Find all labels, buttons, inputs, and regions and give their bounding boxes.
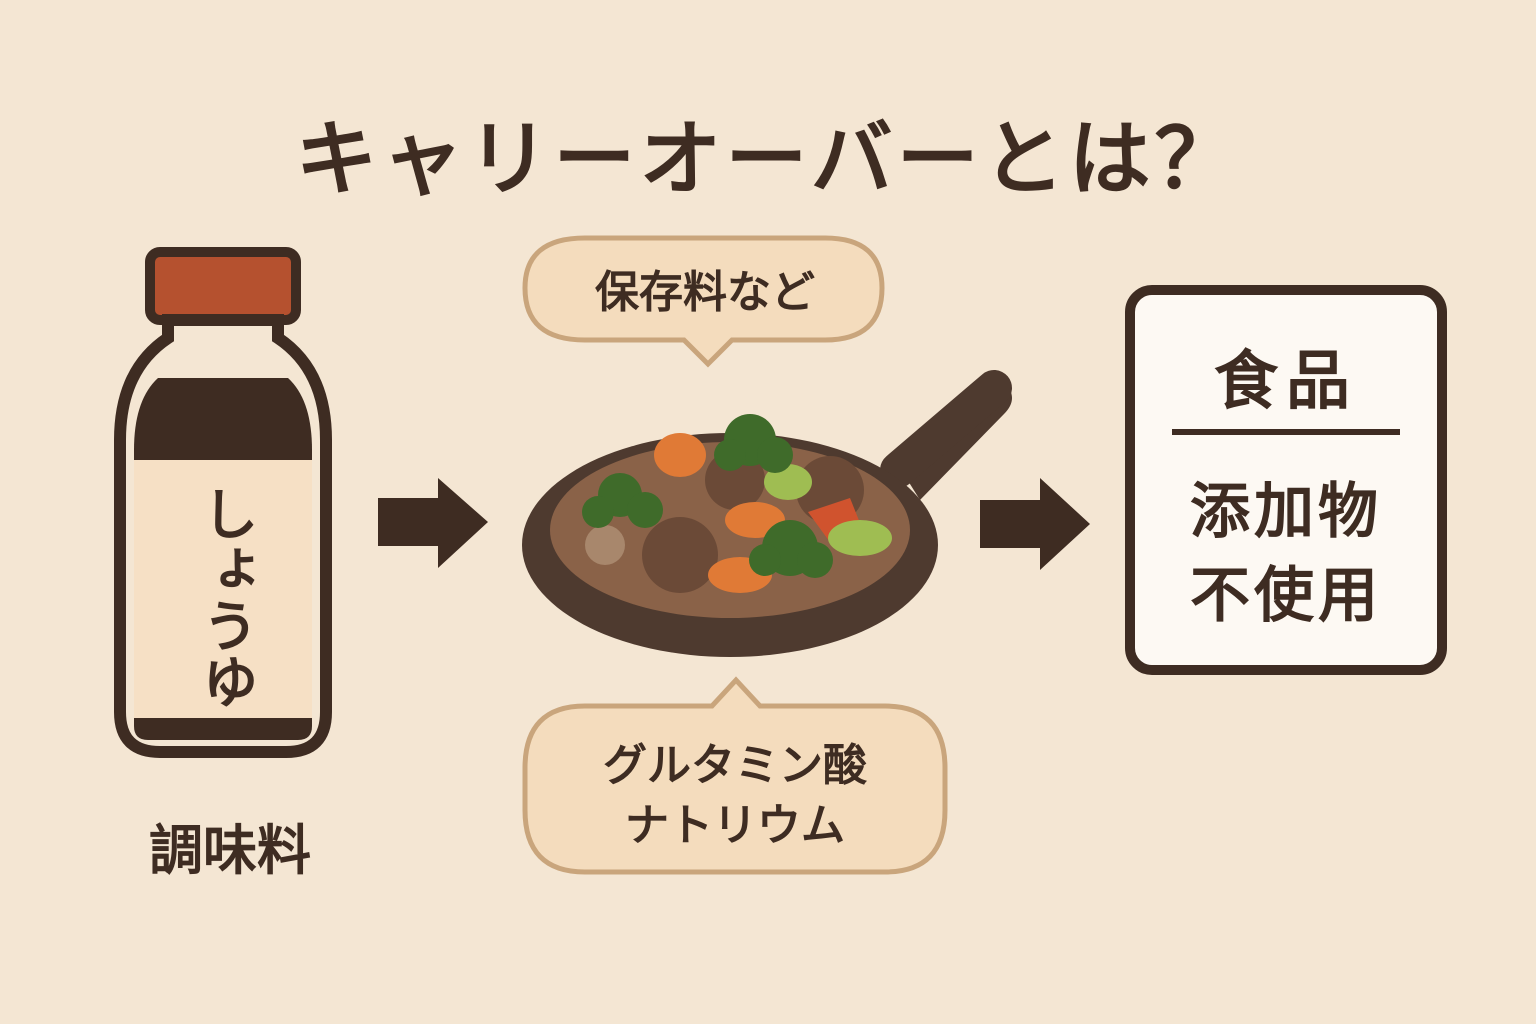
arrow-right-icon	[980, 478, 1090, 570]
page-title: キャリーオーバーとは？	[295, 112, 1241, 207]
result-box	[1125, 285, 1447, 675]
result-line2: 不使用	[1190, 561, 1382, 631]
bottle-caption: 調味料	[149, 819, 311, 882]
bottom-bubble-line1: グルタミン酸	[603, 740, 867, 791]
bottom-bubble-text: グルタミン酸 ナトリウム	[525, 736, 945, 856]
top-speech-bubble	[522, 235, 885, 368]
bottom-bubble-line2: ナトリウム	[625, 800, 845, 851]
top-bubble-text: 保存料など	[595, 267, 815, 318]
result-title: 食品	[1214, 345, 1358, 419]
bottle-label: しょうゆ	[193, 485, 258, 709]
arrow-right-icon	[378, 478, 488, 568]
result-line1: 添加物	[1190, 477, 1382, 547]
bottom-speech-bubble	[522, 676, 948, 875]
result-body: 添加物 不使用	[1130, 470, 1442, 638]
soy-sauce-bottle-icon	[114, 247, 332, 758]
food-contents	[582, 414, 892, 593]
frying-pan-icon	[522, 370, 1012, 657]
